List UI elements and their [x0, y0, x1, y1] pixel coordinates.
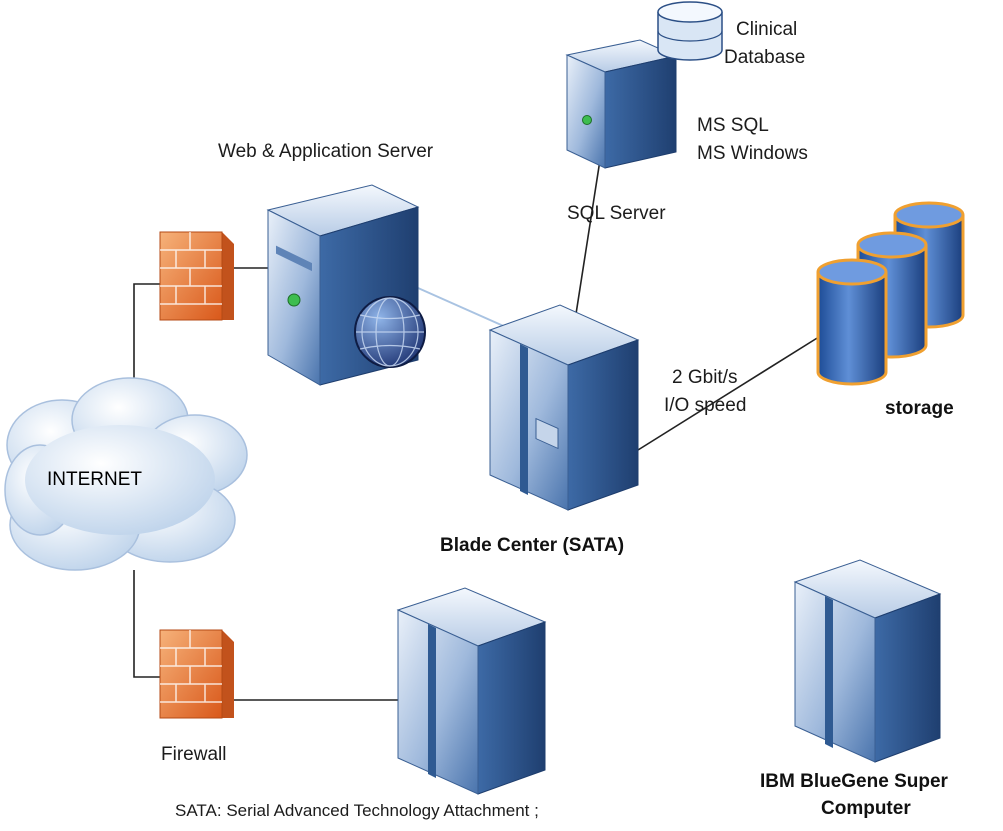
- blade-to-storage-line: [637, 334, 823, 451]
- ms-sql-label: MS SQL: [697, 115, 769, 136]
- sql-server: [565, 1, 723, 169]
- bluegene-label-line1: IBM BlueGene Super: [760, 771, 948, 792]
- database-icon: [657, 1, 723, 61]
- internet-label: INTERNET: [47, 469, 142, 490]
- bluegene-supercomputer: [793, 559, 942, 763]
- web-application-server: [266, 184, 426, 386]
- firewall-top: [159, 231, 234, 321]
- web-app-server-label: Web & Application Server: [218, 141, 434, 162]
- sql-server-label: SQL Server: [567, 203, 666, 224]
- internet-cloud: [4, 377, 248, 571]
- blade-center-server: [488, 304, 640, 511]
- ms-windows-label: MS Windows: [697, 143, 808, 164]
- internet-to-bottom-firewall-line: [133, 570, 165, 678]
- clinical-database-label-line2: Database: [724, 47, 806, 68]
- sata-footnote: SATA: Serial Advanced Technology Attachm…: [175, 801, 539, 820]
- storage-cylinders: [816, 201, 965, 386]
- bluegene-label-line2: Computer: [821, 798, 911, 819]
- globe-icon: [354, 296, 426, 368]
- firewall-label: Firewall: [161, 744, 227, 765]
- storage-disk-1: [816, 258, 888, 386]
- blade-center-label: Blade Center (SATA): [440, 535, 625, 556]
- internet-to-top-firewall-line: [133, 283, 165, 395]
- connections: [133, 159, 823, 701]
- firewall-bottom: [159, 629, 234, 719]
- io-speed-label-line2: I/O speed: [664, 395, 747, 416]
- lower-server: [396, 587, 547, 795]
- web-server-to-blade-line: [417, 287, 509, 329]
- sql-to-blade-line: [575, 159, 601, 315]
- storage-label: storage: [885, 398, 954, 419]
- clinical-database-label-line1: Clinical: [736, 19, 798, 40]
- io-speed-label-line1: 2 Gbit/s: [672, 367, 738, 388]
